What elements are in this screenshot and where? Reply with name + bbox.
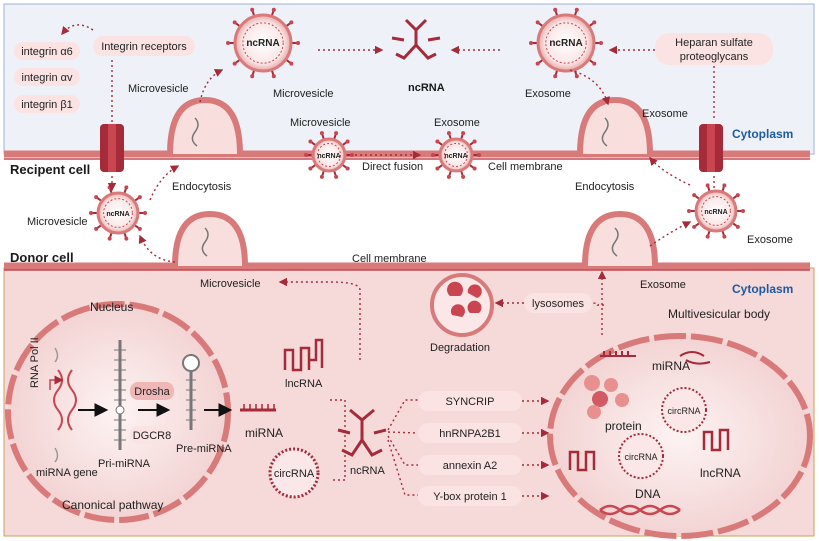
- lncrna-label: lncRNA: [285, 378, 323, 390]
- cytoplasm-top-label: Cytoplasm: [732, 127, 793, 141]
- vesicle-top-right: ncRNA: [529, 7, 603, 79]
- recipient-cytoplasm-region: [3, 3, 815, 155]
- pri-mirna-label: Pri-miRNA: [98, 458, 151, 470]
- circrna-icon: [268, 447, 320, 499]
- mvb-circrna-label-2: circRNA: [625, 452, 658, 462]
- mvb-lncrna-icon-right: [702, 428, 730, 452]
- microvesicle-label-bottom: Microvesicle: [200, 278, 261, 290]
- protein-syncrip: SYNCRIP: [446, 396, 495, 408]
- integrin-receptors-pill: [93, 36, 195, 56]
- lysosome: [430, 273, 494, 337]
- integrin-receptors-label: Integrin receptors: [101, 41, 187, 53]
- budding-pit-right: [582, 210, 658, 267]
- microvesicle-label-top-left: Microvesicle: [128, 83, 189, 95]
- exosome-label-right-mid: Exosome: [642, 108, 688, 120]
- lncrna-icon: [283, 338, 324, 372]
- vesicle-left: ncRNA: [89, 185, 147, 241]
- heparan-pill: [655, 33, 773, 65]
- integrin-av: integrin αv: [22, 72, 73, 84]
- mvb-lncrna-icon-left: [568, 450, 596, 472]
- vesicle-right-label: ncRNA: [704, 209, 727, 216]
- budding-pit-left: [172, 210, 248, 267]
- mvb-mirna-label: miRNA: [652, 359, 690, 373]
- exosome-label-mid: Exosome: [434, 117, 480, 129]
- mvb-circrna-icon-1: [661, 387, 707, 433]
- vesicle-right: ncRNA: [687, 183, 745, 239]
- exosome-label-bottom: Exosome: [640, 279, 686, 291]
- canonical-pathway-label: Canonical pathway: [62, 498, 163, 512]
- microvesicle-label-mid: Microvesicle: [290, 117, 351, 129]
- heparan-receptor-icon: [699, 124, 723, 172]
- drosha-label: Drosha: [134, 386, 170, 398]
- dgcr8-label: DGCR8: [133, 430, 172, 442]
- exosome-label-top-right: Exosome: [525, 88, 571, 100]
- vesicle-top-center-label: ncRNA: [246, 38, 279, 49]
- recipient-cell-label: Recipent cell: [10, 162, 90, 177]
- mvb-mirna-icon: [600, 351, 636, 357]
- vesicle-top-center: ncRNA: [226, 7, 300, 79]
- rna-pol-label: RNA Pol II: [29, 337, 41, 388]
- vesicle-fusion-right-label: ncRNA: [444, 153, 467, 160]
- circrna-label: circRNA: [274, 468, 315, 480]
- degradation-label: Degradation: [430, 342, 490, 354]
- ncrna-free-icon: [391, 18, 441, 60]
- mvb-lncrna-label: lncRNA: [700, 466, 741, 480]
- mvb-label: Multivesicular body: [668, 307, 770, 321]
- cell-membrane-label-top: Cell membrane: [488, 161, 563, 173]
- heparan-line2: proteoglycans: [680, 51, 749, 63]
- dgcr8-pill: [130, 426, 174, 444]
- mvb-protein-dots: [584, 375, 629, 419]
- mvb-circrna-icon-2: [618, 433, 664, 479]
- protein-y-box-1: Y-box protein 1: [433, 491, 507, 503]
- vesicle-left-label: ncRNA: [106, 211, 129, 218]
- nucleus-label: Nucleus: [90, 300, 133, 314]
- cytoplasm-bottom-label: Cytoplasm: [732, 282, 793, 296]
- cell-membrane-label: Cell membrane: [352, 253, 427, 265]
- integrin-a6: integrin α6: [21, 46, 73, 58]
- protein-annexin-a2: annexin A2: [443, 460, 497, 472]
- mvb-dna-label: DNA: [635, 487, 660, 501]
- endocytosis-pit-right: [577, 96, 653, 155]
- vesicle-layer: ncRNA ncRNA ncRNA ncRNA ncRNA ncRNA: [89, 7, 745, 241]
- endocytosis-left-label: Endocytosis: [172, 181, 232, 193]
- ncrna-cluster-icon: [337, 408, 387, 457]
- microvesicle-label-left: Microvesicle: [27, 216, 88, 228]
- pri-mirna-icon: [114, 340, 126, 450]
- vesicle-fusion-left-label: ncRNA: [317, 153, 340, 160]
- exosome-label-right: Exosome: [747, 234, 793, 246]
- mirna-label: miRNA: [245, 426, 283, 440]
- ncrna-label-top: ncRNA: [408, 82, 445, 94]
- ncrna-label-bottom: ncRNA: [350, 465, 386, 477]
- vesicle-fusion-left: ncRNA: [304, 131, 354, 179]
- integrin-b1: integrin β1: [21, 99, 73, 111]
- direct-fusion-label: Direct fusion: [362, 161, 423, 173]
- donor-cell-label: Donor cell: [10, 250, 74, 265]
- protein-hnrnpa2b1: hnRNPA2B1: [439, 428, 501, 440]
- vesicle-top-right-label: ncRNA: [549, 38, 582, 49]
- pre-mirna-icon: [182, 354, 200, 430]
- integrin-receptor-icon: [100, 124, 124, 172]
- pre-mirna-label: Pre-miRNA: [176, 443, 232, 455]
- mvb-circrna-label-1: circRNA: [668, 406, 701, 416]
- vesicle-fusion-right: ncRNA: [431, 131, 481, 179]
- drosha-pill: [130, 382, 174, 400]
- lysosomes-pill: [524, 293, 592, 313]
- protein-pills: SYNCRIP hnRNPA2B1 annexin A2 Y-box prote…: [387, 391, 550, 506]
- mvb-protein-label: protein: [605, 419, 642, 433]
- integrin-list: integrin α6 integrin αv integrin β1: [14, 42, 80, 113]
- endocytosis-pit-left: [167, 96, 243, 155]
- endocytosis-right-label: Endocytosis: [575, 181, 635, 193]
- mvb-dna-icon: [599, 504, 681, 516]
- heparan-line1: Heparan sulfate: [675, 37, 753, 49]
- lysosomes-label: lysosomes: [532, 298, 584, 310]
- mirna-icon: [240, 404, 276, 412]
- microvesicle-label-top-center: Microvesicle: [273, 88, 334, 100]
- mirna-gene-label: miRNA gene: [36, 467, 98, 479]
